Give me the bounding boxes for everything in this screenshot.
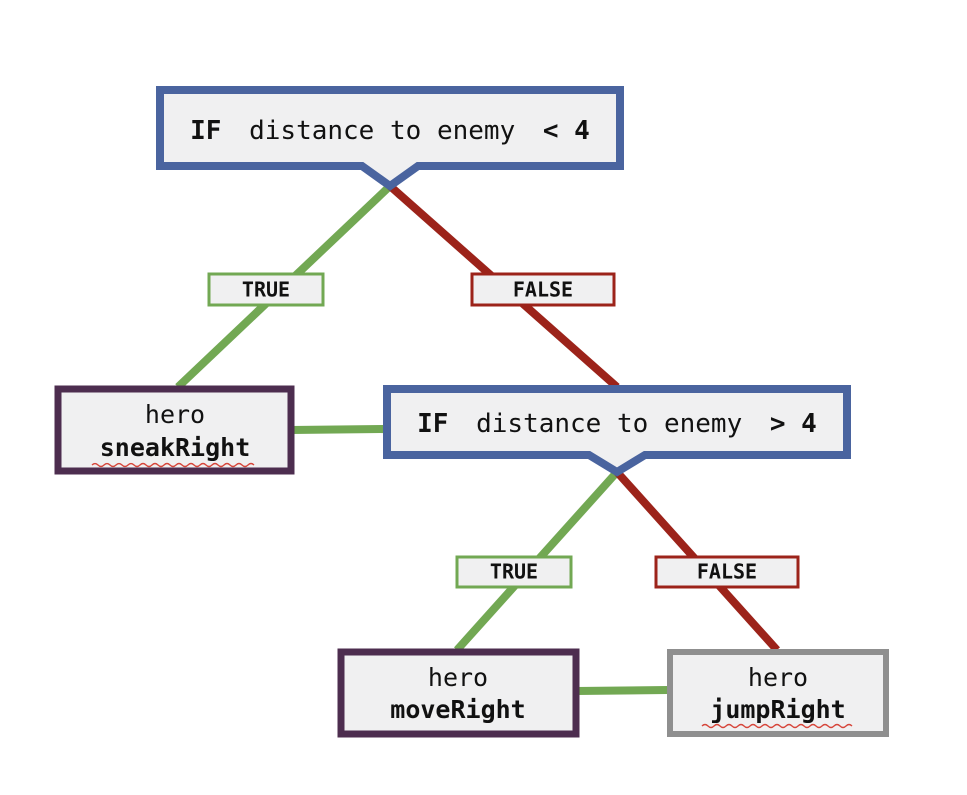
action-node-sneak-right: hero sneakRight <box>54 385 295 475</box>
decision-box-2 <box>383 385 851 477</box>
action-object-3: hero <box>748 663 808 692</box>
spellcheck-underline-1 <box>91 462 255 468</box>
decision-keyword-1: IF <box>190 116 221 146</box>
action-method-2: moveRight <box>390 695 525 724</box>
branch-label-false-2: FALSE <box>654 555 800 589</box>
decision-text-1: IF distance to enemy < 4 <box>190 116 590 146</box>
action-method-1: sneakRight <box>100 433 251 462</box>
decision-condition-2: distance to enemy <box>476 409 742 439</box>
action-node-move-right: hero moveRight <box>337 648 580 738</box>
action-node-jump-right: hero jumpRight <box>667 649 889 737</box>
decision-condition-1: distance to enemy <box>249 116 515 146</box>
action-object-2: hero <box>428 663 488 692</box>
branch-label-false-1: FALSE <box>470 272 616 307</box>
action-object-1: hero <box>145 400 205 429</box>
decision-node-2: IF distance to enemy > 4 <box>383 385 851 477</box>
branch-label-false-1-text: FALSE <box>513 278 573 302</box>
branch-label-true-1: TRUE <box>207 272 325 307</box>
decision-text-2: IF distance to enemy > 4 <box>417 409 817 439</box>
branch-label-true-2-text: TRUE <box>490 560 538 584</box>
link-move-to-jump <box>575 686 669 695</box>
spellcheck-underline-3 <box>701 723 853 729</box>
action-method-3: jumpRight <box>710 695 845 724</box>
decision-operator-2: > 4 <box>770 409 817 439</box>
branch-label-true-2: TRUE <box>455 555 573 589</box>
decision-box-1 <box>156 86 624 191</box>
branch-label-true-1-text: TRUE <box>242 278 290 302</box>
branch-label-false-2-text: FALSE <box>697 560 757 584</box>
decision-node-1: IF distance to enemy < 4 <box>156 86 624 191</box>
link-sneak-to-decision <box>290 425 388 434</box>
decision-keyword-2: IF <box>417 409 448 439</box>
decision-operator-1: < 4 <box>543 116 590 146</box>
